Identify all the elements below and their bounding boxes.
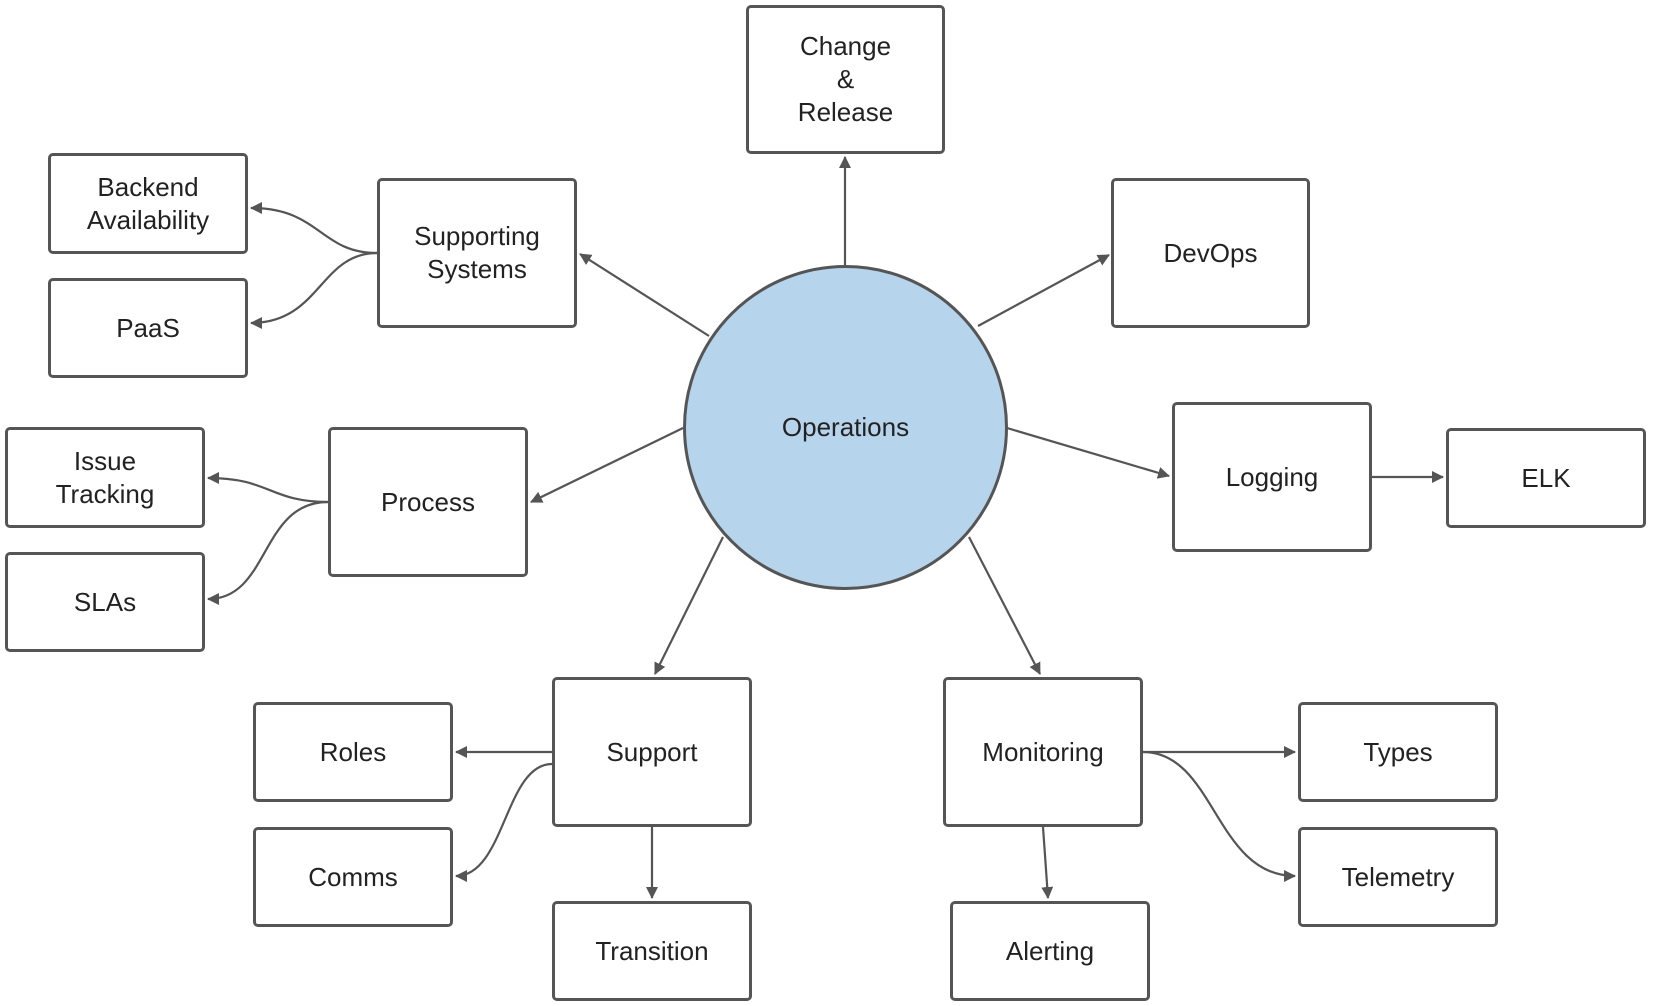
node-roles: Roles — [253, 702, 453, 802]
node-backend-availability: Backend Availability — [48, 153, 248, 254]
node-monitoring: Monitoring — [943, 677, 1143, 827]
edge-operations-logging — [1006, 426, 1170, 479]
node-issue-tracking: Issue Tracking — [5, 427, 205, 528]
edge-operations-process — [530, 427, 684, 503]
edge-operations-support — [654, 536, 724, 675]
edge-process-issue-tracking — [207, 472, 329, 504]
node-elk: ELK — [1446, 428, 1646, 528]
edge-supporting-backend — [250, 202, 378, 255]
edge-support-comms — [455, 762, 553, 882]
edge-operations-devops — [977, 254, 1110, 327]
edge-monitoring-alerting — [1041, 826, 1054, 899]
node-change-release: Change & Release — [746, 5, 945, 154]
node-telemetry: Telemetry — [1298, 827, 1498, 927]
edge-supporting-paas — [250, 251, 378, 329]
node-devops: DevOps — [1111, 178, 1310, 328]
edge-monitoring-telemetry — [1142, 750, 1296, 882]
node-supporting-systems: Supporting Systems — [377, 178, 577, 328]
edge-operations-supporting-systems — [579, 253, 710, 337]
node-logging: Logging — [1172, 402, 1372, 552]
node-paas: PaaS — [48, 278, 248, 378]
node-alerting: Alerting — [950, 901, 1150, 1001]
node-support: Support — [552, 677, 752, 827]
node-process: Process — [328, 427, 528, 577]
node-types: Types — [1298, 702, 1498, 802]
node-comms: Comms — [253, 827, 453, 927]
node-slas: SLAs — [5, 552, 205, 652]
node-operations: Operations — [683, 265, 1008, 590]
node-transition: Transition — [552, 901, 752, 1001]
edge-operations-monitoring — [968, 536, 1041, 675]
edge-process-slas — [207, 500, 329, 605]
